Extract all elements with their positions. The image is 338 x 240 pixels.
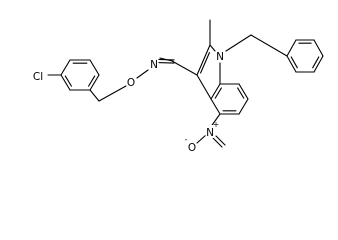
bond-lines — [47, 19, 324, 148]
ring-bond — [210, 98, 221, 115]
nitro-nitrogen-label-background — [205, 125, 215, 138]
nitro-positive-charge: + — [213, 120, 219, 129]
ring-bond — [196, 74, 212, 100]
ring-double-bond — [312, 56, 320, 69]
ring-bond — [209, 44, 216, 52]
ring-bond — [60, 74, 71, 91]
nitro-double-bond — [215, 135, 226, 146]
nitro-negative-charge: - — [185, 135, 188, 144]
nitro-double-bond — [212, 137, 223, 148]
nitro-oxygen-label-background — [187, 140, 197, 153]
chlorine-atom-label-background — [30, 69, 46, 82]
oxime-nitrogen-label: N — [150, 59, 158, 71]
ring-bond — [196, 44, 211, 76]
ring-bond — [286, 55, 297, 73]
ring-bond — [286, 39, 297, 57]
bond-ch-to-indole — [171, 60, 198, 76]
imine-double-bond — [157, 58, 175, 61]
imine-double-bond — [157, 62, 175, 64]
ring-double-bond — [64, 75, 72, 87]
oxime-oxygen-label: O — [127, 77, 135, 89]
nitro-oxygen-label: O — [188, 142, 196, 154]
ring-double-bond — [88, 75, 96, 87]
bond-ch2-to-oxygen — [98, 85, 127, 102]
bond-ring-to-ch2 — [89, 89, 100, 102]
ring-bond — [89, 59, 100, 76]
ring-bond — [89, 74, 100, 91]
bond-n-to-benzyl-ch2 — [225, 34, 252, 52]
bond-ch2-to-phenyl — [250, 34, 288, 57]
ring-bond — [238, 83, 249, 100]
ring-bond — [313, 55, 324, 73]
bond-oxygen-to-nitrogen — [136, 69, 149, 79]
ring-bond — [210, 83, 221, 100]
oxime-oxygen-label-background — [126, 75, 136, 88]
bond-nitro-n-to-o — [196, 134, 207, 144]
chlorine-atom-label: Cl — [33, 71, 43, 83]
ring-double-bond — [200, 52, 210, 74]
indole-nitrogen-label: N — [216, 51, 224, 63]
ring-double-bond — [290, 56, 298, 69]
ring-double-bond — [237, 87, 245, 99]
ring-bond — [313, 39, 324, 57]
ring-bond — [238, 98, 249, 115]
indole-nitrogen-label-background — [215, 49, 225, 62]
ring-double-bond — [214, 87, 222, 99]
nitro-nitrogen-label: N — [206, 127, 214, 139]
ring-bond — [60, 59, 71, 76]
oxime-nitrogen-label-background — [149, 57, 159, 70]
